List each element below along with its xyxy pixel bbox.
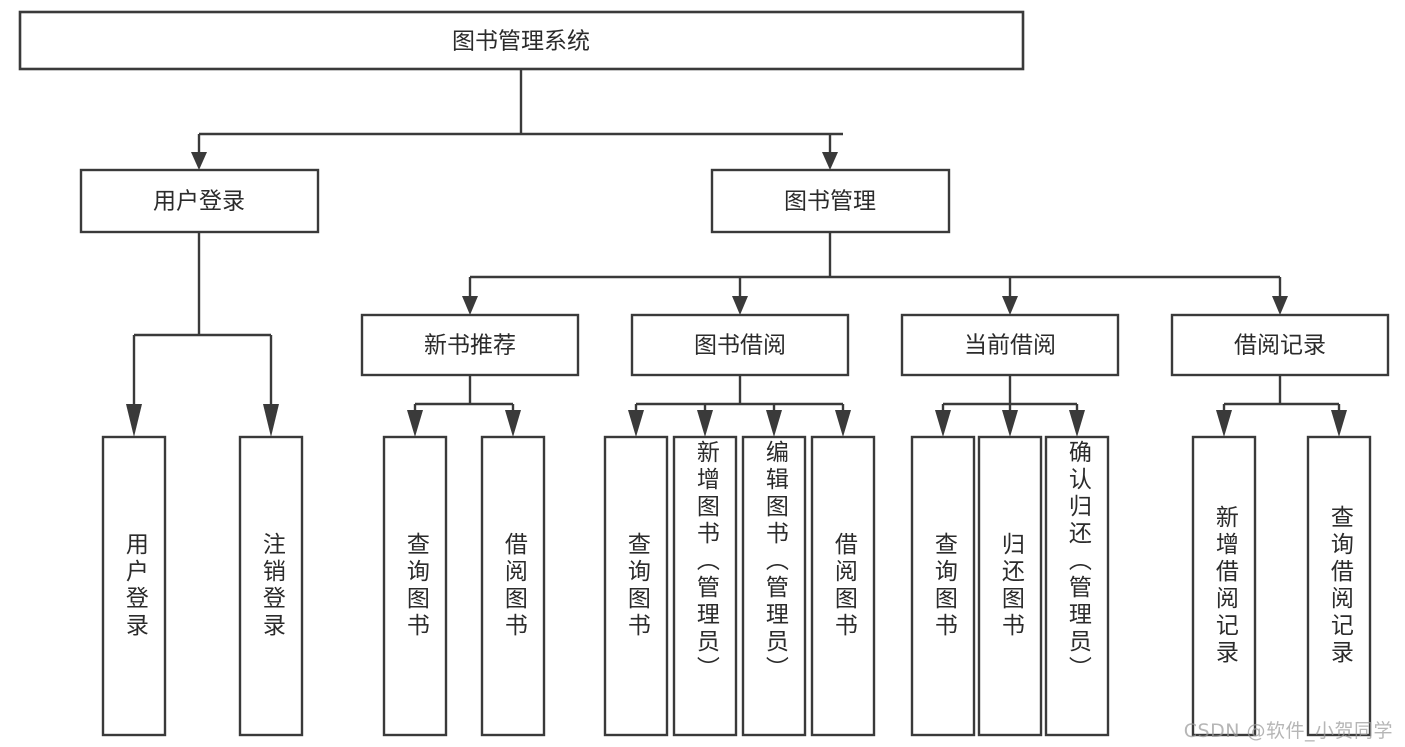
leaf-logout[interactable]: 注销登录 [238,435,304,737]
node-borrow-record-box[interactable] [1170,313,1390,377]
leaf-nb-query-book-label: 查询图书 [402,532,429,640]
arrow-to-br-query [1331,410,1347,437]
arrow-to-cb-confirm [1069,410,1085,437]
leaf-nb-borrow-book-label: 借阅图书 [500,532,527,640]
leaf-cb-return-book[interactable]: 归还图书 [977,435,1043,737]
leaf-bb-query-book-box[interactable] [603,435,669,737]
arrow-to-cb-return [1002,410,1018,437]
leaf-bb-edit-book-box[interactable] [741,435,807,737]
leaf-nb-borrow-book-box[interactable] [480,435,546,737]
leaf-bb-query-book-label: 查询图书 [623,532,650,640]
arrow-to-bb-add [697,410,713,437]
leaf-cb-return-book-box[interactable] [977,435,1043,737]
node-current-borrow[interactable]: 当前借阅 [900,313,1120,377]
arrow-to-book-manage [822,152,838,170]
leaf-user-login-label: 用户登录 [121,532,148,640]
arrow-to-bb-query [628,410,644,437]
leaf-nb-query-book[interactable]: 查询图书 [382,435,448,737]
node-borrow-record-label: 借阅记录 [1234,333,1326,359]
arrow-to-user-login [191,152,207,170]
node-book-manage-label: 图书管理 [784,189,876,215]
leaf-bb-borrow-book-label: 借阅图书 [830,532,857,640]
node-user-login-box[interactable] [79,168,320,234]
arrow-to-leaf-user-login [126,404,142,437]
node-current-borrow-box[interactable] [900,313,1120,377]
leaf-br-add-record[interactable]: 新增借阅记录 [1191,435,1257,737]
leaf-cb-confirm-return-label: 确认归还（管理员） [1064,440,1091,683]
leaf-cb-query-book-box[interactable] [910,435,976,737]
arrow-to-cb-query [935,410,951,437]
connector-layer [126,69,1347,437]
leaf-bb-borrow-book[interactable]: 借阅图书 [810,435,876,737]
leaf-br-query-record[interactable]: 查询借阅记录 [1306,435,1372,737]
node-new-book-recommend-label: 新书推荐 [424,333,516,359]
leaf-cb-return-book-label: 归还图书 [997,532,1024,640]
node-book-manage-box[interactable] [710,168,951,234]
leaf-bb-edit-book[interactable]: 编辑图书（管理员） [741,435,807,737]
arrow-to-borrow-record [1272,296,1288,315]
leaf-br-add-record-box[interactable] [1191,435,1257,737]
node-borrow-record[interactable]: 借阅记录 [1170,313,1390,377]
node-root[interactable]: 图书管理系统 [18,10,1025,71]
leaf-br-add-record-label: 新增借阅记录 [1211,505,1238,667]
node-book-borrow[interactable]: 图书借阅 [630,313,850,377]
arrow-to-leaf-logout [263,404,279,437]
leaf-logout-label: 注销登录 [258,532,285,640]
arrow-to-bb-borrow [835,410,851,437]
arrow-to-new-book [462,296,478,315]
leaf-bb-add-book-box[interactable] [672,435,738,737]
arrow-to-current-borrow [1002,296,1018,315]
leaf-logout-box[interactable] [238,435,304,737]
leaf-user-login-box[interactable] [101,435,167,737]
leaf-nb-borrow-book[interactable]: 借阅图书 [480,435,546,737]
leaf-cb-query-book[interactable]: 查询图书 [910,435,976,737]
arrow-to-book-borrow [732,296,748,315]
leaf-br-query-record-label: 查询借阅记录 [1326,505,1353,667]
node-book-borrow-label: 图书借阅 [694,333,786,359]
leaf-bb-query-book[interactable]: 查询图书 [603,435,669,737]
node-book-borrow-box[interactable] [630,313,850,377]
arrow-to-nb-query [407,410,423,437]
leaf-user-login[interactable]: 用户登录 [101,435,167,737]
leaf-bb-edit-book-label: 编辑图书（管理员） [761,440,788,683]
node-new-book-recommend-box[interactable] [360,313,580,377]
node-current-borrow-label: 当前借阅 [964,333,1056,359]
leaf-bb-borrow-book-box[interactable] [810,435,876,737]
arrow-to-nb-borrow [505,410,521,437]
leaf-bb-add-book-label: 新增图书（管理员） [692,440,719,683]
leaf-bb-add-book[interactable]: 新增图书（管理员） [672,435,738,737]
node-root-label: 图书管理系统 [452,29,590,55]
node-user-login-label: 用户登录 [153,189,245,215]
leaf-cb-query-book-label: 查询图书 [930,532,957,640]
node-new-book-recommend[interactable]: 新书推荐 [360,313,580,377]
leaf-cb-confirm-return-box[interactable] [1044,435,1110,737]
leaf-nb-query-book-box[interactable] [382,435,448,737]
arrow-to-bb-edit [766,410,782,437]
node-book-manage[interactable]: 图书管理 [710,168,951,234]
leaf-cb-confirm-return[interactable]: 确认归还（管理员） [1044,435,1110,737]
node-user-login[interactable]: 用户登录 [79,168,320,234]
arrow-to-br-add [1216,410,1232,437]
node-root-box[interactable] [18,10,1025,71]
leaf-br-query-record-box[interactable] [1306,435,1372,737]
